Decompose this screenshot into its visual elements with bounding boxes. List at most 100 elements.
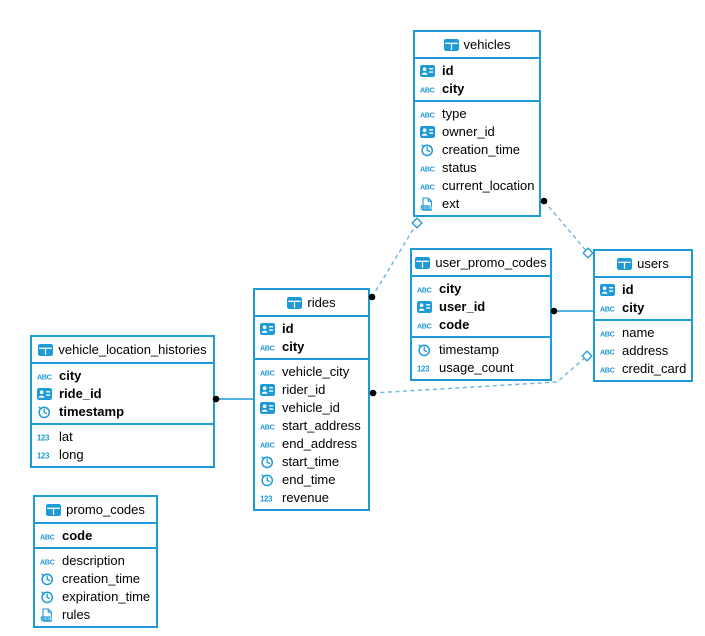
- table-header[interactable]: rides: [255, 290, 368, 317]
- text-type-icon: ABC: [420, 162, 437, 174]
- text-type-icon: ABC: [260, 366, 277, 378]
- svg-text:ABC: ABC: [420, 182, 435, 191]
- text-type-icon: ABC: [417, 283, 434, 295]
- clock-icon: [260, 455, 277, 469]
- table-header[interactable]: user_promo_codes: [412, 250, 550, 277]
- field-row: rider_id: [255, 381, 368, 399]
- number-type-icon: 123: [260, 492, 277, 504]
- svg-text:JSON: JSON: [42, 615, 53, 620]
- connector-diamond: [411, 217, 423, 229]
- field-name: revenue: [282, 490, 329, 505]
- field-name: vehicle_id: [282, 400, 340, 415]
- field-name: timestamp: [439, 342, 499, 357]
- relationship-line-vehicles-to-users: [543, 200, 589, 254]
- svg-text:123: 123: [260, 494, 273, 503]
- field-name: rider_id: [282, 382, 326, 397]
- svg-text:ABC: ABC: [417, 321, 432, 330]
- field-name: current_location: [442, 178, 535, 193]
- text-type-icon: ABC: [600, 327, 617, 339]
- field-row: ABC name: [595, 324, 691, 342]
- table-title: vehicle_location_histories: [58, 342, 207, 357]
- table-header[interactable]: vehicles: [415, 32, 539, 59]
- table-header[interactable]: users: [595, 251, 691, 278]
- table-icon: [617, 257, 633, 270]
- text-type-icon: ABC: [260, 420, 277, 432]
- field-name: owner_id: [442, 124, 495, 139]
- field-name: creation_time: [442, 142, 521, 157]
- clock-icon: [260, 473, 277, 487]
- table-header[interactable]: vehicle_location_histories: [32, 337, 213, 364]
- table-icon: [443, 38, 459, 51]
- field-row: ABC address: [595, 342, 691, 360]
- svg-text:ABC: ABC: [420, 164, 435, 173]
- svg-text:ABC: ABC: [260, 368, 275, 377]
- id-badge-icon: [420, 64, 437, 77]
- field-name: credit_card: [622, 361, 687, 376]
- table-header[interactable]: promo_codes: [35, 497, 156, 524]
- clock-icon: [40, 572, 57, 586]
- field-row: ABC current_location: [415, 177, 539, 195]
- field-row: id: [255, 320, 368, 338]
- id-badge-icon: [37, 387, 54, 400]
- field-row: 123 revenue: [255, 489, 368, 507]
- text-type-icon: ABC: [37, 370, 54, 382]
- table-title: users: [637, 256, 669, 271]
- field-row: user_id: [412, 298, 550, 316]
- number-type-icon: 123: [37, 431, 54, 443]
- text-type-icon: ABC: [420, 83, 437, 95]
- svg-text:ABC: ABC: [420, 85, 435, 94]
- field-name: vehicle_city: [282, 364, 350, 379]
- id-badge-icon: [417, 300, 434, 313]
- text-type-icon: ABC: [260, 438, 277, 450]
- field-name: start_time: [282, 454, 340, 469]
- svg-text:123: 123: [37, 433, 50, 442]
- svg-text:ABC: ABC: [600, 347, 615, 356]
- id-badge-icon: [420, 125, 437, 138]
- field-row: ABC status: [415, 159, 539, 177]
- table-icon: [415, 256, 431, 269]
- field-name: address: [622, 343, 669, 358]
- svg-text:ABC: ABC: [420, 110, 435, 119]
- field-row: ride_id: [32, 385, 213, 403]
- svg-text:ABC: ABC: [600, 329, 615, 338]
- svg-text:ABC: ABC: [600, 304, 615, 313]
- field-name: code: [62, 528, 93, 543]
- field-name: code: [439, 317, 470, 332]
- field-row: ABC vehicle_city: [255, 363, 368, 381]
- table-icon: [38, 343, 54, 356]
- field-name: usage_count: [439, 360, 514, 375]
- field-name: status: [442, 160, 477, 175]
- json-icon: JSON: [420, 196, 437, 211]
- text-type-icon: ABC: [600, 302, 617, 314]
- field-name: long: [59, 447, 84, 462]
- field-name: creation_time: [62, 571, 141, 586]
- field-name: name: [622, 325, 655, 340]
- svg-text:ABC: ABC: [40, 557, 55, 566]
- table-icon: [287, 296, 303, 309]
- table-title: rides: [307, 295, 336, 310]
- field-row: timestamp: [412, 341, 550, 359]
- svg-text:ABC: ABC: [260, 422, 275, 431]
- connector-diamond: [581, 350, 593, 362]
- connector-diamond: [582, 247, 594, 259]
